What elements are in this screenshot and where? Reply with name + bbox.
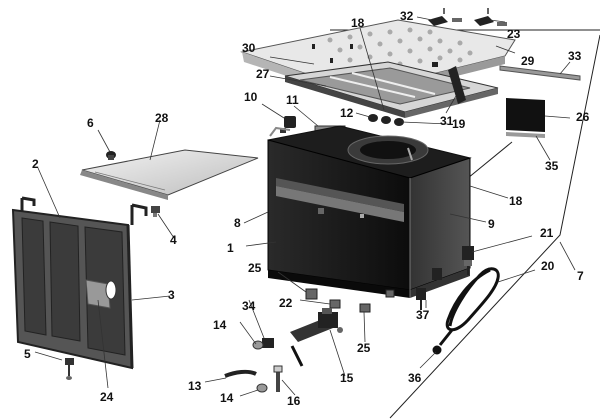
callout-31: 31 [440,114,454,128]
callout-3: 3 [168,288,175,302]
callout-29: 29 [521,54,535,68]
callout-12: 12 [340,106,354,120]
callout-32: 32 [400,9,414,23]
callout-8: 8 [234,216,241,230]
callout-23: 23 [507,27,521,41]
callout-34: 34 [242,299,256,313]
callout-36: 36 [408,371,422,385]
callout-1: 1 [227,241,234,255]
power-cord [432,267,500,355]
callout-27: 27 [256,67,270,81]
rod-part [499,65,581,81]
callout-6: 6 [87,116,94,130]
drawer-frame [284,61,499,118]
callout-14a: 14 [213,318,227,332]
top-clip-parts [428,8,507,26]
leader-lines [34,16,576,397]
callout-20: 20 [541,259,555,273]
callout-33: 33 [568,49,582,63]
callout-25a: 25 [248,261,262,275]
callout-2: 2 [32,157,39,171]
callout-9: 9 [488,217,495,231]
callout-21: 21 [540,226,554,240]
fitting-parts [416,246,474,310]
callout-26: 26 [576,110,590,124]
hardware-parts [224,338,304,393]
callout-18b: 18 [509,194,523,208]
callout-25b: 25 [357,341,371,355]
valve-part [290,308,343,342]
callout-5: 5 [24,347,31,361]
callout-11: 11 [286,93,299,107]
callout-28: 28 [155,111,169,125]
knob-part [106,151,116,160]
top-tray-panel [80,149,259,200]
callout-13: 13 [188,379,202,393]
callout-labels: 1 2 3 4 5 6 7 8 9 10 11 12 13 14 14 15 1… [24,9,590,408]
bracket-part [448,66,466,104]
callout-30: 30 [242,41,256,55]
callout-7: 7 [577,269,584,283]
clip-part [151,206,160,217]
fan-knob-part [280,116,296,133]
main-cabinet [267,125,472,298]
callout-10: 10 [244,90,258,104]
side-filter-panel [506,98,545,138]
callout-24: 24 [100,390,114,404]
callout-18a: 18 [351,16,365,30]
front-screen-panel [11,196,148,370]
callout-22: 22 [279,296,293,310]
callout-37: 37 [416,308,430,322]
callout-16: 16 [287,394,301,408]
screw-part [65,358,74,380]
callout-14b: 14 [220,391,234,405]
callout-35: 35 [545,159,559,173]
callout-15: 15 [340,371,354,385]
disc-parts [368,114,404,126]
nut-parts [305,288,395,313]
callout-4: 4 [170,233,177,247]
callout-19: 19 [452,117,466,131]
